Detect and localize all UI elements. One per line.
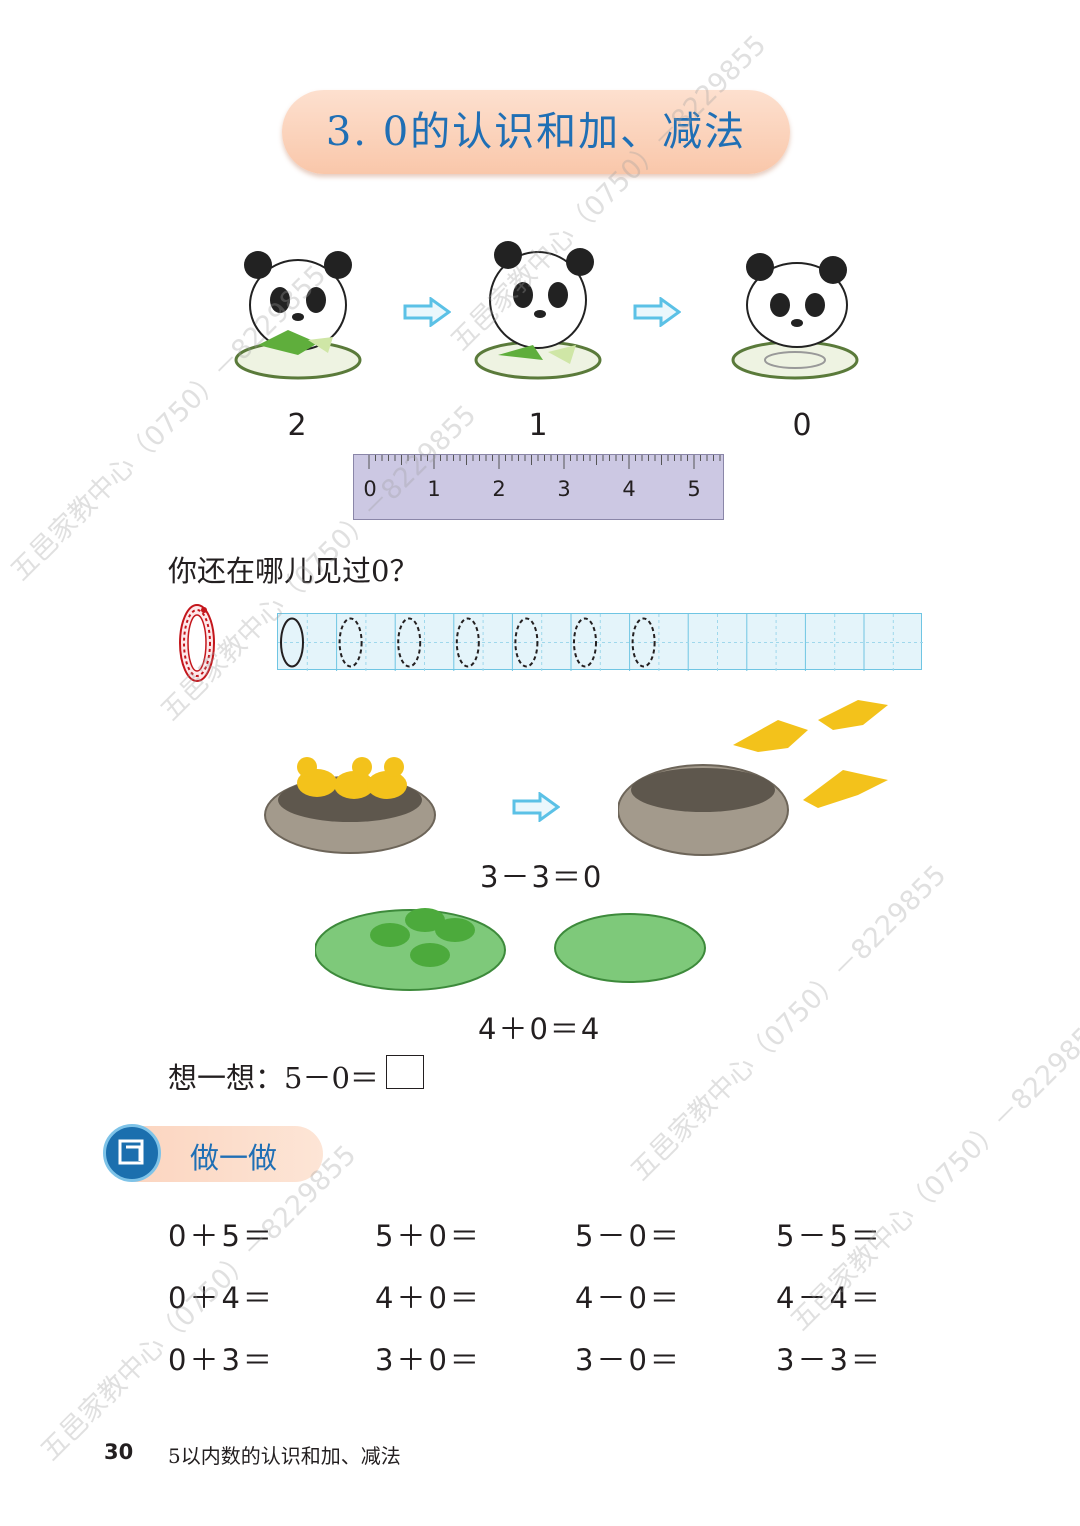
answer-box[interactable] — [386, 1055, 424, 1089]
page-number: 30 — [104, 1440, 134, 1464]
exercise-item: 4＋0＝ — [375, 1281, 482, 1315]
chapter-title: 5以内数的认识和加、减法 — [168, 1444, 401, 1468]
ruler-ticks — [368, 455, 721, 469]
ruler-tick-label: 4 — [622, 477, 636, 501]
exercise-item: 4－0＝ — [575, 1281, 682, 1315]
exercise-item: 4－4＝ — [776, 1281, 883, 1315]
zero-trace-glyph — [455, 617, 480, 668]
exercise-item: 3－0＝ — [575, 1343, 682, 1377]
title-banner — [282, 90, 790, 174]
ruler-tick-label: 5 — [687, 477, 701, 501]
exercise-item: 0＋4＝ — [168, 1281, 275, 1315]
ruler-tick-label: 1 — [427, 477, 441, 501]
zero-trace-glyph — [573, 617, 597, 668]
zero-sample-glyph — [280, 617, 304, 668]
empty-nest-flying-birds-illustration — [618, 700, 888, 856]
exercise-item: 0＋5＝ — [168, 1219, 275, 1253]
panda-eating-one-illustration — [474, 241, 602, 380]
ruler: 0 1 2 3 4 5 — [353, 454, 724, 520]
exercise-item: 3＋0＝ — [375, 1343, 482, 1377]
count-label-two: 2 — [287, 408, 307, 443]
count-label-zero: 0 — [792, 408, 812, 443]
exercise-item: 3－3＝ — [776, 1343, 883, 1377]
panda-eating-two-illustration — [234, 251, 362, 380]
exercise-item: 5－0＝ — [575, 1219, 682, 1253]
arrow-right-icon — [403, 297, 451, 327]
think-prompt: 想一想：5－0＝ — [168, 1061, 379, 1095]
exercise-icon — [103, 1124, 161, 1182]
arrow-right-icon — [512, 792, 560, 822]
zero-trace-glyph — [397, 617, 422, 668]
ruler-tick-label: 0 — [363, 477, 377, 501]
exercise-item: 5＋0＝ — [375, 1219, 482, 1253]
frogs-equation: 4＋0＝4 — [478, 1012, 602, 1046]
count-label-one: 1 — [528, 408, 548, 443]
birds-equation: 3－3＝0 — [480, 860, 604, 894]
exercise-icon-glyph — [118, 1139, 144, 1165]
section-title: 做一做 — [190, 1141, 278, 1175]
ruler-tick-label: 2 — [492, 477, 506, 501]
question-text: 你还在哪儿见过0？ — [168, 554, 419, 588]
zero-trace-glyph — [514, 617, 539, 668]
zero-stroke-guide-icon — [179, 604, 215, 682]
writing-grid — [277, 613, 923, 671]
zero-trace-glyph — [631, 617, 656, 668]
ruler-tick-label: 3 — [557, 477, 571, 501]
writing-grid-lines — [278, 614, 923, 671]
nest-with-birds-illustration — [264, 757, 436, 854]
lily-pads-frogs-illustration — [315, 908, 706, 991]
page-title: 3. 0的认识和加、减法 — [325, 109, 747, 155]
exercise-item: 5－5＝ — [776, 1219, 883, 1253]
panda-empty-plate-illustration — [731, 253, 859, 380]
zero-trace-glyph — [338, 617, 363, 668]
arrow-right-icon — [633, 297, 681, 327]
exercise-item: 0＋3＝ — [168, 1343, 275, 1377]
